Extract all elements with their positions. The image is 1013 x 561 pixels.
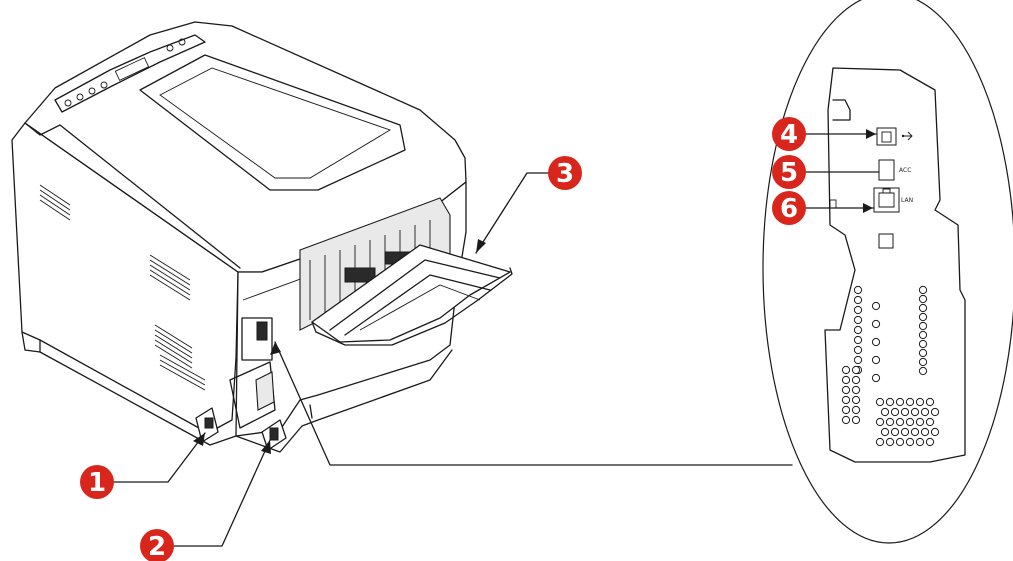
vent-hole <box>918 321 928 331</box>
vent-hole <box>918 294 928 304</box>
vent-hole <box>853 335 863 345</box>
vent-hole <box>880 407 890 417</box>
callout-1-number: 1 <box>88 468 106 498</box>
callout-5-number: 5 <box>780 158 798 188</box>
vent-hole <box>900 427 910 437</box>
vent-hole <box>875 397 885 407</box>
vent-hole <box>920 407 930 417</box>
callout-2: 2 <box>140 529 174 561</box>
vent-hole <box>918 303 928 313</box>
vent-hole <box>918 348 928 358</box>
vent-hole <box>851 375 861 385</box>
vent-hole <box>918 339 928 349</box>
vent-hole <box>895 417 905 427</box>
port-detail-inset: ACC LAN <box>762 0 1013 544</box>
vent-hole <box>871 301 881 311</box>
leader-line-2 <box>171 439 271 547</box>
vent-hole <box>880 427 890 437</box>
leader-line-3 <box>475 172 550 254</box>
vent-hole <box>853 285 863 295</box>
vent-hole <box>890 407 900 417</box>
power-switch <box>195 407 219 443</box>
vent-hole <box>905 437 915 447</box>
inset-leader-line <box>274 341 793 466</box>
vent-hole <box>853 325 863 335</box>
vent-hole <box>853 305 863 315</box>
vent-hole <box>900 407 910 417</box>
vent-hole <box>925 397 935 407</box>
vent-hole <box>841 385 851 395</box>
multipurpose-tray <box>311 244 513 346</box>
vent-holes <box>841 285 940 447</box>
callout-4: 4 <box>772 117 806 151</box>
vent-hole <box>885 417 895 427</box>
vent-hole <box>871 337 881 347</box>
leader-line-1 <box>111 432 206 483</box>
acc-port: ACC <box>878 159 911 181</box>
callouts: 1 2 3 4 5 6 <box>80 117 806 561</box>
vent-hole <box>841 405 851 415</box>
acc-label: ACC <box>899 167 911 174</box>
callout-3-number: 3 <box>556 159 574 189</box>
vent-hole <box>841 375 851 385</box>
vent-hole <box>920 427 930 437</box>
vent-hole <box>930 407 940 417</box>
lan-port: LAN <box>873 187 913 213</box>
usb-port <box>876 127 913 146</box>
vent-hole <box>875 417 885 427</box>
callout-2-number: 2 <box>148 532 166 561</box>
vent-hole <box>918 366 928 376</box>
vent-hole <box>841 365 851 375</box>
vent-hole <box>853 295 863 305</box>
leader-lines <box>111 129 880 547</box>
vent-hole <box>895 437 905 447</box>
vent-hole <box>875 437 885 447</box>
vent-hole <box>871 373 881 383</box>
vent-hole <box>918 330 928 340</box>
vent-hole <box>851 405 861 415</box>
vent-hole <box>853 345 863 355</box>
printer-illustration <box>11 21 513 453</box>
callout-6-number: 6 <box>780 194 798 224</box>
vent-hole <box>910 427 920 437</box>
callout-5: 5 <box>772 155 806 189</box>
vent-hole <box>905 397 915 407</box>
vent-hole <box>905 417 915 427</box>
side-vents <box>39 184 206 391</box>
vent-hole <box>918 357 928 367</box>
callout-3: 3 <box>548 156 582 190</box>
vent-hole <box>895 397 905 407</box>
vent-hole <box>915 417 925 427</box>
vent-hole <box>871 319 881 329</box>
vent-hole <box>841 415 851 425</box>
vent-hole <box>930 427 940 437</box>
vent-hole <box>910 407 920 417</box>
vent-hole <box>925 437 935 447</box>
vent-hole <box>925 417 935 427</box>
callout-6: 6 <box>772 191 806 225</box>
vent-hole <box>871 355 881 365</box>
vent-hole <box>841 395 851 405</box>
vent-hole <box>853 315 863 325</box>
vent-hole <box>885 397 895 407</box>
vent-hole <box>885 437 895 447</box>
callout-1: 1 <box>80 465 114 499</box>
vent-hole <box>851 395 861 405</box>
vent-hole <box>853 355 863 365</box>
vent-hole <box>890 427 900 437</box>
vent-hole <box>918 285 928 295</box>
vent-hole <box>851 415 861 425</box>
vent-hole <box>918 312 928 322</box>
vent-hole <box>915 437 925 447</box>
vent-hole <box>915 397 925 407</box>
small-square-port <box>878 233 894 249</box>
vent-hole <box>851 385 861 395</box>
lan-label: LAN <box>901 197 913 204</box>
vent-hole <box>851 365 861 375</box>
callout-4-number: 4 <box>780 120 798 150</box>
